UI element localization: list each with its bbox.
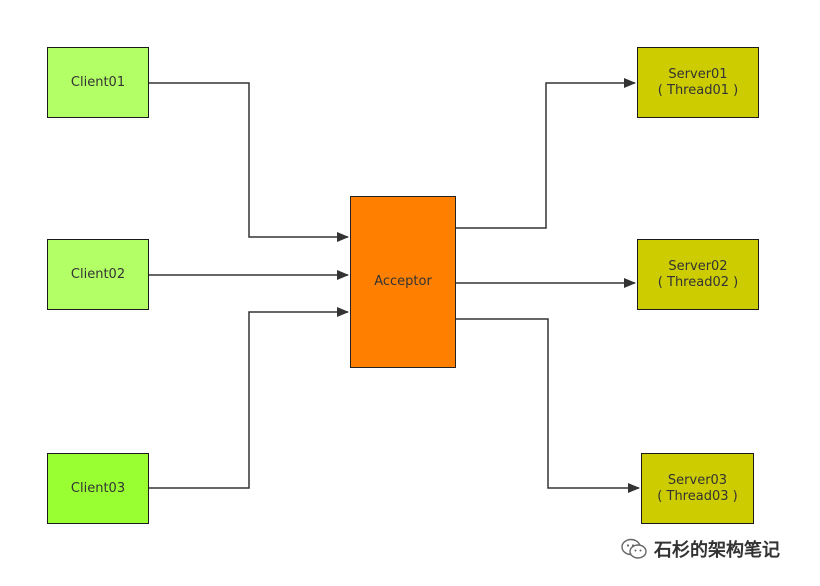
edge-client03-acceptor <box>149 307 349 489</box>
server02-thread-label: ( Thread02 ) <box>657 274 739 290</box>
client02-node: Client02 <box>47 239 149 310</box>
edge-acceptor-server01 <box>456 78 636 229</box>
client01-label: Client01 <box>70 74 126 90</box>
server03-label: Server03 <box>667 472 728 488</box>
server02-label: Server02 <box>668 258 728 274</box>
acceptor-label: Acceptor <box>374 274 432 289</box>
wechat-icon <box>621 538 647 559</box>
client01-node: Client01 <box>47 47 149 118</box>
client03-node: Client03 <box>47 453 149 524</box>
edge-acceptor-server03 <box>456 318 640 493</box>
server03-thread-label: ( Thread03 ) <box>657 488 738 504</box>
server01-node: Server01 ( Thread01 ) <box>637 47 759 118</box>
server03-node: Server03 ( Thread03 ) <box>641 453 754 524</box>
server01-thread-label: ( Thread01 ) <box>657 82 739 98</box>
server02-node: Server02 ( Thread02 ) <box>637 239 759 310</box>
acceptor-node: Acceptor <box>350 196 456 368</box>
client03-label: Client03 <box>70 480 126 496</box>
client02-label: Client02 <box>70 266 126 282</box>
watermark-text: 石杉的架构笔记 <box>654 540 780 561</box>
server01-label: Server01 <box>668 66 728 82</box>
watermark: 石杉的架构笔记 <box>620 536 780 562</box>
edge-client01-acceptor <box>149 82 349 242</box>
